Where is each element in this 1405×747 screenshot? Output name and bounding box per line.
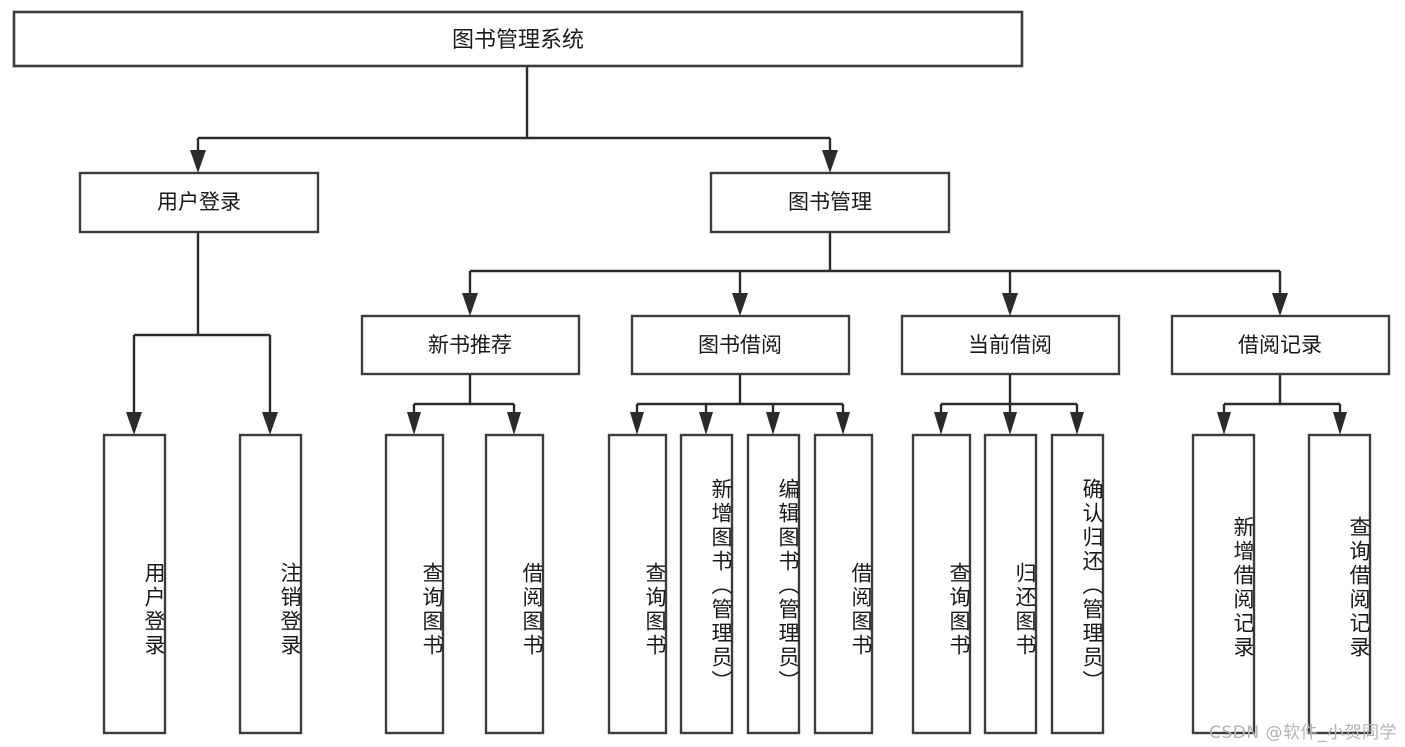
node-new-book-recommend[interactable]: 新书推荐: [360, 314, 581, 376]
arrow-head-cb-confirm: [1070, 412, 1084, 435]
arrow-head-leaf-user-login: [126, 412, 142, 435]
arrow-head-user-login: [190, 150, 206, 173]
leaf-box-nb-borrow-book[interactable]: [484, 433, 545, 735]
connector-new-book-to-leaves: [407, 374, 521, 435]
node-user-login[interactable]: 用户登录: [78, 171, 320, 234]
leaf-box-nb-query-book[interactable]: [384, 433, 445, 735]
node-book-borrow-box: [630, 314, 851, 376]
connector-user-login-to-leaves: [126, 232, 278, 435]
leaf-box-logout[interactable]: [238, 433, 303, 735]
node-root-book-management-system[interactable]: 图书管理系统: [12, 10, 1024, 68]
node-user-login-box: [78, 171, 320, 234]
arrow-head-bb-edit: [766, 412, 780, 435]
connector-book-manage-to-level2: [462, 232, 1288, 316]
node-book-management[interactable]: 图书管理: [709, 171, 951, 234]
arrow-head-bb-borrow: [836, 412, 850, 435]
leaf-box-cb-query-book[interactable]: [911, 433, 972, 735]
node-user-login-label: 用户登录: [157, 190, 241, 214]
arrow-head-book-manage: [822, 150, 838, 173]
connector-root-to-level1: [190, 66, 838, 173]
leaf-box-cb-confirm-return[interactable]: [1050, 433, 1105, 735]
node-root-box: [12, 10, 1024, 68]
arrow-head-borrow-record: [1272, 293, 1288, 316]
node-book-borrow[interactable]: 图书借阅: [630, 314, 851, 376]
arrow-head-cb-query: [934, 412, 948, 435]
leaf-box-cb-return-book[interactable]: [983, 433, 1038, 735]
connector-borrow-record-to-leaves: [1217, 374, 1347, 435]
leaf-box-br-add-record[interactable]: [1191, 433, 1256, 735]
leaf-box-bb-add-book[interactable]: [679, 433, 734, 735]
arrow-head-bb-add: [699, 412, 713, 435]
node-new-book-recommend-label: 新书推荐: [428, 333, 512, 357]
arrow-head-br-add: [1217, 412, 1231, 435]
node-book-management-box: [709, 171, 951, 234]
node-borrow-record-box: [1170, 314, 1391, 376]
leaf-box-br-query-record[interactable]: [1307, 433, 1372, 735]
arrow-head-current-borrow: [1002, 293, 1018, 316]
leaf-box-bb-edit-book[interactable]: [746, 433, 801, 735]
node-current-borrow-label: 当前借阅: [968, 333, 1052, 357]
arrow-head-nb-query: [407, 412, 421, 435]
leaf-box-bb-query-book[interactable]: [607, 433, 668, 735]
arrow-head-bb-query: [630, 412, 644, 435]
node-book-management-label: 图书管理: [788, 190, 872, 214]
node-book-borrow-label: 图书借阅: [698, 333, 782, 357]
node-new-book-recommend-box: [360, 314, 581, 376]
arrow-head-cb-return: [1003, 412, 1017, 435]
leaf-box-user-login[interactable]: [102, 433, 167, 735]
arrow-head-br-query: [1333, 412, 1347, 435]
connector-book-borrow-to-leaves: [630, 374, 850, 435]
node-current-borrow[interactable]: 当前借阅: [900, 314, 1121, 376]
arrow-head-nb-borrow: [507, 412, 521, 435]
node-borrow-record-label: 借阅记录: [1238, 333, 1322, 357]
connector-current-borrow-to-leaves: [934, 374, 1084, 435]
node-current-borrow-box: [900, 314, 1121, 376]
csdn-watermark: CSDN @软件_小贺同学: [1209, 723, 1397, 743]
arrow-head-leaf-logout: [262, 412, 278, 435]
node-borrow-record[interactable]: 借阅记录: [1170, 314, 1391, 376]
node-root-label: 图书管理系统: [452, 28, 584, 53]
arrow-head-new-book: [462, 293, 478, 316]
arrow-head-book-borrow: [732, 293, 748, 316]
leaf-box-bb-borrow-book[interactable]: [813, 433, 874, 735]
